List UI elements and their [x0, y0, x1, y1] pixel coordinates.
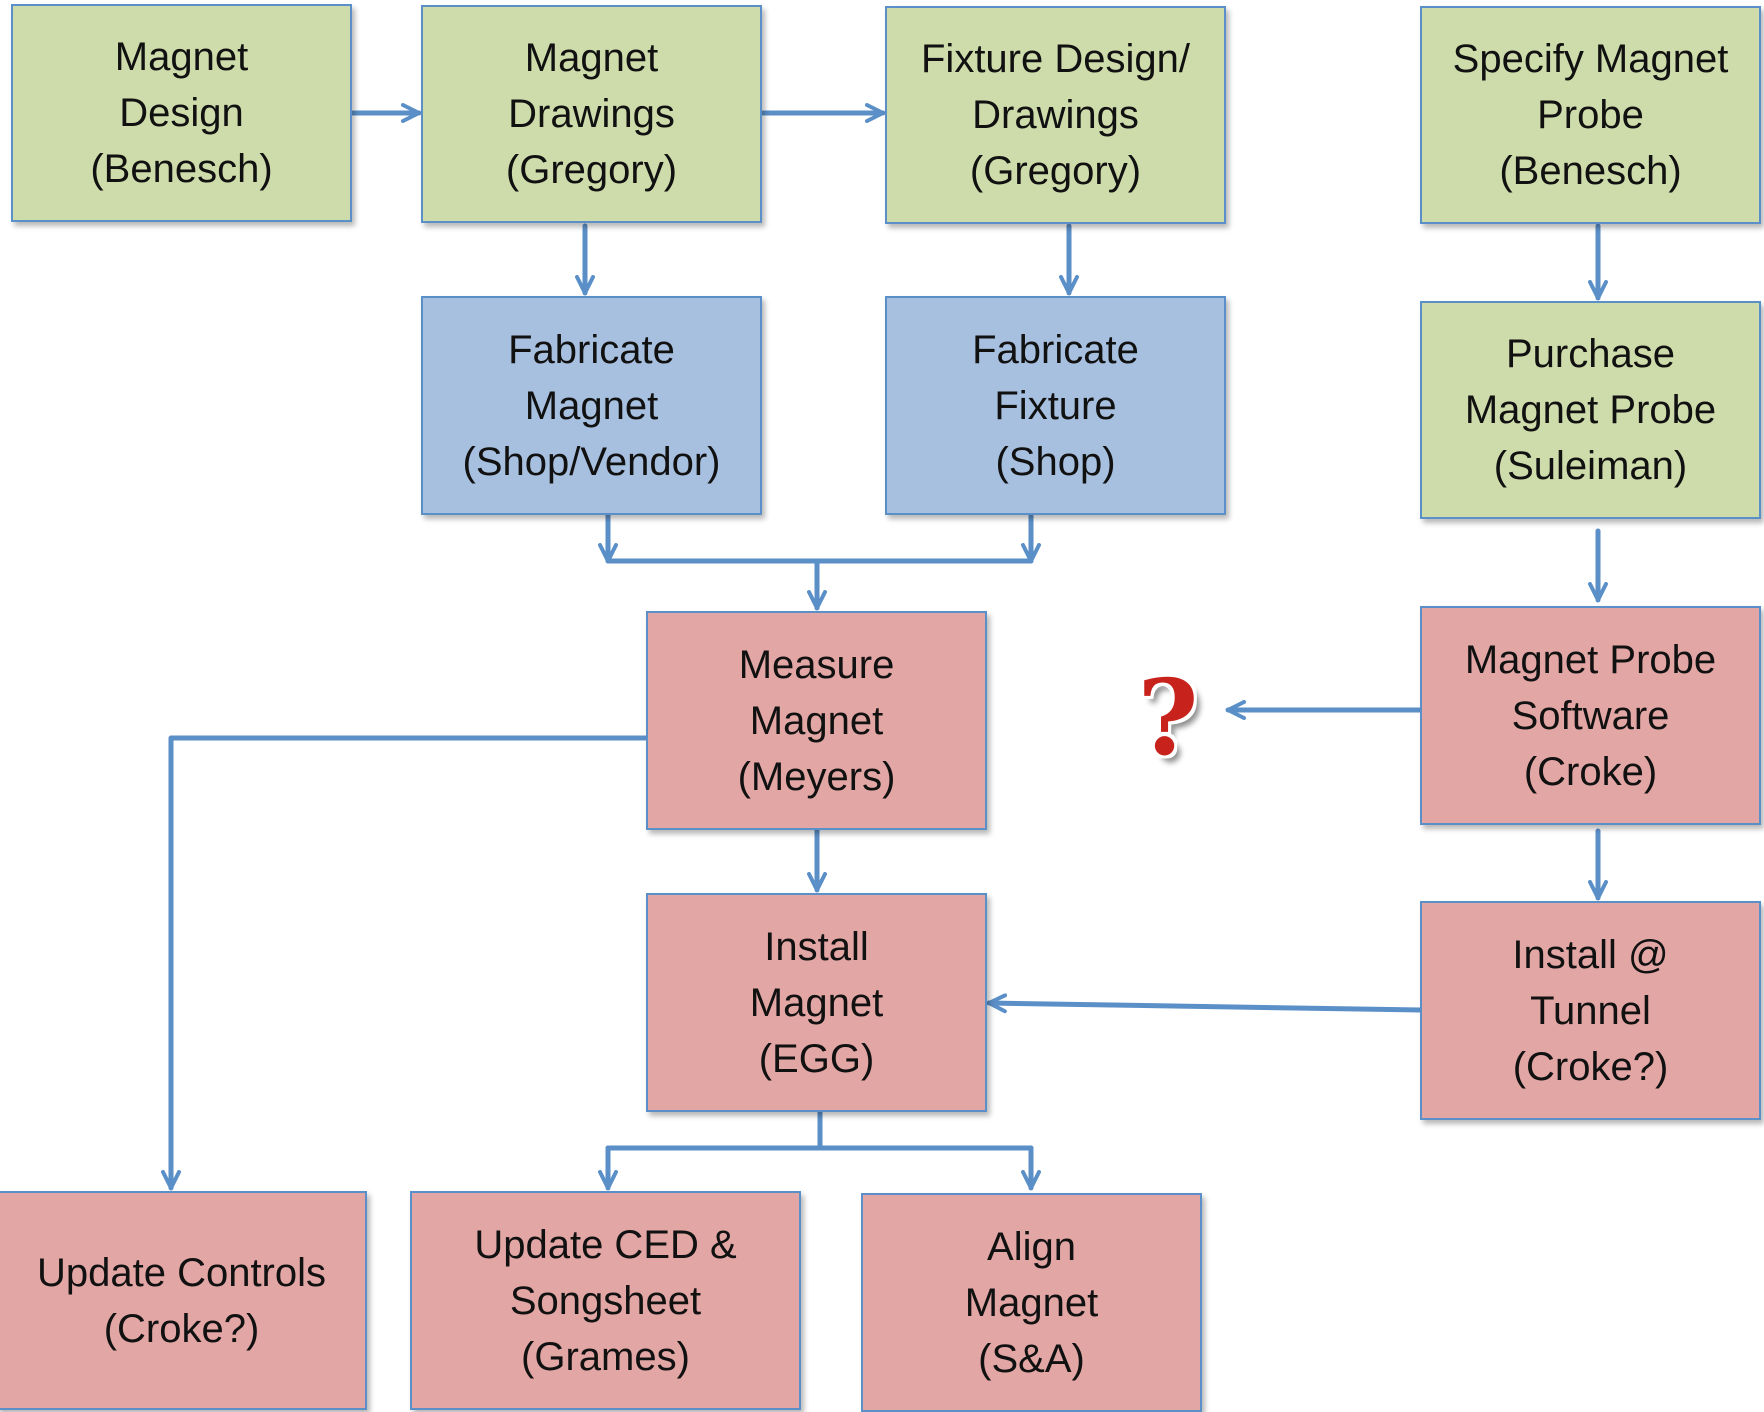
node-line: (Meyers)	[737, 754, 896, 799]
node-line: Drawings	[972, 93, 1139, 137]
node-line: Probe	[1537, 93, 1644, 137]
node-line: Update Controls	[36, 1250, 327, 1295]
node-magnet-probe-software: Magnet Probe Software (Croke)	[1420, 606, 1761, 825]
node-line: (Croke?)	[103, 1306, 260, 1351]
node-line: Magnet	[524, 383, 659, 428]
node-line: Magnet	[964, 1280, 1099, 1325]
node-line: Magnet	[524, 36, 659, 80]
node-line: (Croke)	[1523, 749, 1658, 794]
node-measure-magnet: Measure Magnet (Meyers)	[646, 611, 987, 830]
node-line: Fabricate	[972, 327, 1139, 372]
node-line: Magnet Probe	[1464, 388, 1717, 432]
node-line: Specify Magnet	[1452, 37, 1729, 81]
node-line: Purchase	[1506, 332, 1675, 376]
node-purchase-magnet-probe: Purchase Magnet Probe (Suleiman)	[1420, 301, 1761, 519]
node-line: (Grames)	[521, 1334, 690, 1379]
node-align-magnet: Align Magnet (S&A)	[861, 1193, 1202, 1412]
node-line: (EGG)	[758, 1036, 875, 1081]
question-mark-icon: ?	[1137, 656, 1199, 779]
node-line: (Gregory)	[969, 149, 1142, 193]
arrow-tunnel-to-install	[986, 993, 1423, 1014]
arrow-measure-to-controls	[161, 735, 648, 1191]
node-magnet-drawings: Magnet Drawings (Gregory)	[421, 5, 762, 223]
node-install-magnet: Install Magnet (EGG)	[646, 893, 987, 1112]
node-fabricate-magnet: Fabricate Magnet (Shop/Vendor)	[421, 296, 762, 515]
node-line: Fabricate	[508, 327, 675, 372]
node-line: Install @	[1512, 932, 1669, 977]
node-line: Tunnel	[1530, 988, 1651, 1033]
node-line: Install	[764, 924, 869, 969]
node-line: (Gregory)	[505, 148, 678, 192]
node-line: (Benesch)	[90, 147, 273, 191]
node-line: Magnet	[749, 980, 884, 1025]
node-line: (Shop/Vendor)	[462, 439, 721, 484]
node-update-ced-songsheet: Update CED & Songsheet (Grames)	[410, 1191, 801, 1410]
node-line: Fixture Design/	[921, 37, 1190, 81]
node-line: (S&A)	[978, 1336, 1085, 1381]
node-install-tunnel: Install @ Tunnel (Croke?)	[1420, 901, 1761, 1120]
node-line: (Shop)	[995, 439, 1116, 484]
node-magnet-design: Magnet Design (Benesch)	[11, 4, 352, 222]
node-line: (Benesch)	[1499, 149, 1682, 193]
node-line: Magnet	[114, 35, 249, 79]
node-line: Design	[119, 91, 244, 135]
node-line: Magnet	[749, 698, 884, 743]
node-line: Measure	[738, 642, 895, 687]
node-fabricate-fixture: Fabricate Fixture (Shop)	[885, 296, 1226, 515]
node-update-controls: Update Controls (Croke?)	[0, 1191, 367, 1410]
node-line: Magnet Probe	[1464, 637, 1717, 682]
node-line: Drawings	[508, 92, 675, 136]
node-line: (Suleiman)	[1493, 444, 1688, 488]
node-line: Update CED &	[474, 1222, 737, 1267]
node-line: Songsheet	[509, 1278, 702, 1323]
node-line: Software	[1511, 693, 1670, 738]
node-fixture-design: Fixture Design/ Drawings (Gregory)	[885, 6, 1226, 224]
node-line: Fixture	[994, 383, 1117, 428]
node-line: Align	[987, 1224, 1076, 1269]
node-specify-magnet-probe: Specify Magnet Probe (Benesch)	[1420, 6, 1761, 224]
node-line: (Croke?)	[1512, 1044, 1669, 1089]
